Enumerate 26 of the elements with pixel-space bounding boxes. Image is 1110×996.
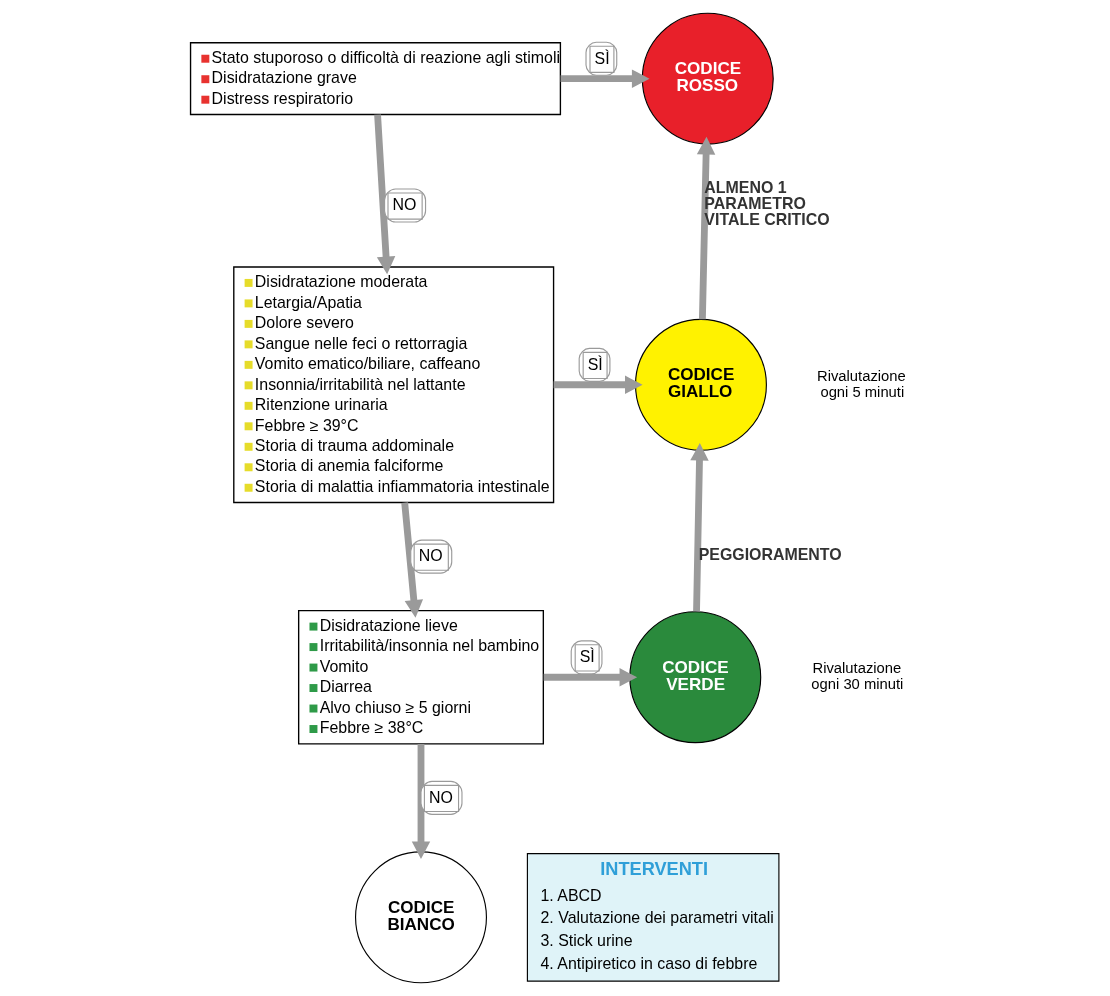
arrow [560, 69, 650, 88]
arrow [553, 375, 643, 394]
node-box: INTERVENTI 1. ABCD 2. Valutazione dei parametri vitali 3. Stick urine 4. Antipiretico in caso di febbre [526, 853, 780, 982]
edge-label: SÌ [594, 49, 610, 67]
edge-label: NO [392, 196, 417, 214]
arrow [543, 668, 638, 687]
node-circle: CODICE ROSSO [641, 12, 774, 145]
node-box: Stato stuporoso o difficoltà di reazione agli stimoli Disidratazione grave Distress respiratorio [189, 42, 562, 116]
edge-label: NO [428, 788, 453, 806]
arrow [690, 442, 709, 612]
arrow [696, 136, 716, 320]
arrow [401, 502, 424, 618]
node-circle: CODICE GIALLO [634, 318, 767, 451]
edge-label: PEGGIORAMENTO [698, 545, 842, 563]
node-box: Disidratazione moderata Letargia/Apatia Dolore severo Sangue nelle feci o rettorragia Vomito ematico/biliare, caffeano Insonnia/irritabilità nel lattante Ritenzione urinaria Febbre ≥ 39°C Storia di trauma addominale Storia di anemia falciforme Storia di malattia infiammatoria intestinale [233, 266, 555, 504]
edge-label: SÌ [587, 355, 603, 373]
node-box: Disidratazione lieve Irritabilità/insonnia nel bambino Vomito Diarrea Alvo chiuso ≥ 5 giorni Febbre ≥ 38°C [297, 609, 545, 745]
arrow [374, 114, 396, 275]
arrow [411, 744, 431, 859]
edge-label: SÌ [579, 648, 595, 666]
edge-label: ALMENO 1 PARAMETRO VITALE CRITICO [704, 179, 830, 229]
edge-label: NO [418, 547, 443, 565]
node-circle: CODICE BIANCO [355, 851, 487, 984]
node-label: Rivalutazione ogni 5 minuti [817, 367, 906, 400]
node-circle: CODICE VERDE [629, 611, 762, 744]
node-label: Rivalutazione ogni 30 minuti [811, 660, 904, 693]
